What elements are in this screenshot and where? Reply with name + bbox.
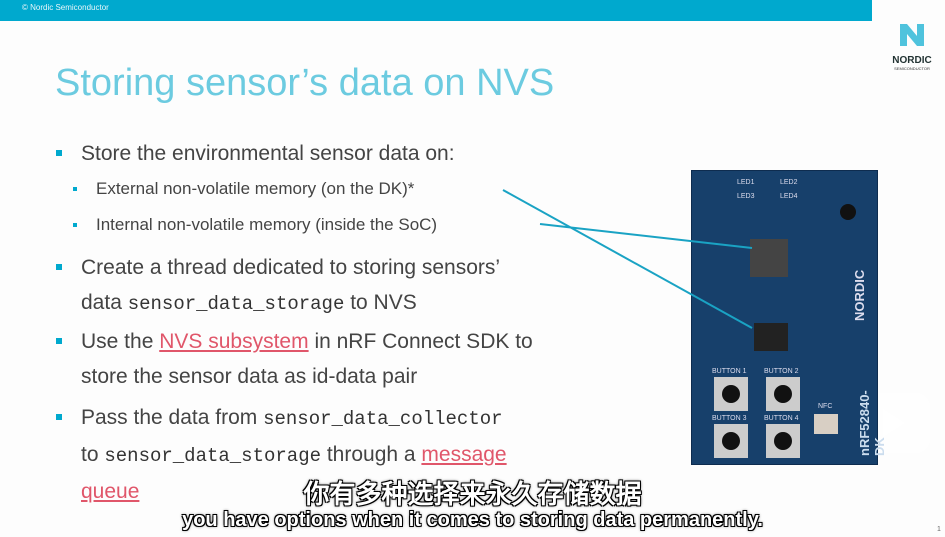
header-bar: © Nordic Semiconductor bbox=[0, 0, 872, 21]
text: Use the bbox=[81, 330, 160, 353]
text: through a bbox=[321, 443, 422, 466]
text: Pass the data from bbox=[81, 406, 264, 429]
flash-chip bbox=[754, 323, 788, 351]
board-button bbox=[714, 377, 748, 411]
nfc-connector bbox=[814, 414, 838, 434]
nordic-logo-icon bbox=[900, 24, 924, 46]
button-label: BUTTON 3 bbox=[712, 415, 747, 422]
button-label: BUTTON 4 bbox=[764, 415, 799, 422]
bullet-icon bbox=[56, 150, 62, 156]
bullet-1b: Internal non-volatile memory (inside the… bbox=[96, 215, 438, 234]
message-queue-link[interactable]: message bbox=[421, 443, 507, 466]
soc-chip bbox=[750, 239, 788, 277]
board-button bbox=[766, 377, 800, 411]
text: Create a thread dedicated to storing sen… bbox=[81, 256, 501, 279]
board-button bbox=[766, 424, 800, 458]
bullet-4: Pass the data from sensor_data_collector… bbox=[81, 400, 507, 509]
page-number: 1 bbox=[937, 526, 941, 533]
led-label: LED1 bbox=[737, 179, 755, 186]
bullet-3: Use the NVS subsystem in nRF Connect SDK… bbox=[81, 324, 533, 394]
slide-title: Storing sensor’s data on NVS bbox=[55, 62, 555, 104]
logo-text: NORDIC bbox=[892, 55, 932, 66]
bullet-icon bbox=[56, 414, 62, 420]
subtitle-en: you have options when it comes to storin… bbox=[182, 509, 763, 531]
bullet-icon bbox=[56, 264, 62, 270]
code-text: sensor_data_collector bbox=[263, 408, 503, 430]
button-label: BUTTON 1 bbox=[712, 368, 747, 375]
dk-board-image: LED1 LED2 LED3 LED4 NORDIC nRF52840-DK B… bbox=[691, 170, 887, 465]
bullet-2: Create a thread dedicated to storing sen… bbox=[81, 250, 500, 322]
nordic-logo: NORDIC SEMICONDUCTOR bbox=[884, 22, 940, 72]
play-icon bbox=[883, 409, 905, 437]
board-label: nRF52840-DK bbox=[857, 390, 887, 456]
led-label: LED4 bbox=[780, 193, 798, 200]
hole bbox=[840, 204, 856, 220]
text: to NVS bbox=[344, 291, 417, 314]
board-button bbox=[714, 424, 748, 458]
bullet-1: Store the environmental sensor data on: bbox=[81, 142, 455, 165]
message-queue-link-cont[interactable]: queue bbox=[81, 480, 140, 503]
nvs-subsystem-link[interactable]: NVS subsystem bbox=[159, 330, 309, 353]
logo-subtext: SEMICONDUCTOR bbox=[894, 66, 930, 71]
bullet-1a: External non-volatile memory (on the DK)… bbox=[96, 179, 415, 198]
bullet-icon bbox=[73, 187, 77, 191]
button-label: BUTTON 2 bbox=[764, 368, 799, 375]
text: in nRF Connect SDK to bbox=[308, 330, 533, 353]
nfc-label: NFC bbox=[818, 403, 833, 410]
copyright: © Nordic Semiconductor bbox=[22, 3, 109, 12]
led-label: LED3 bbox=[737, 193, 755, 200]
subtitle-zh: 你有多种选择来永久存储数据 bbox=[303, 479, 642, 509]
bullet-icon bbox=[56, 338, 62, 344]
text: data bbox=[81, 291, 128, 314]
led-label: LED2 bbox=[780, 179, 798, 186]
bullet-icon bbox=[73, 223, 77, 227]
text: store the sensor data as id-data pair bbox=[81, 365, 418, 388]
code-text: sensor_data_storage bbox=[127, 293, 345, 315]
board-brand: NORDIC bbox=[852, 269, 867, 321]
code-text: sensor_data_storage bbox=[104, 445, 321, 467]
text: to bbox=[81, 443, 105, 466]
